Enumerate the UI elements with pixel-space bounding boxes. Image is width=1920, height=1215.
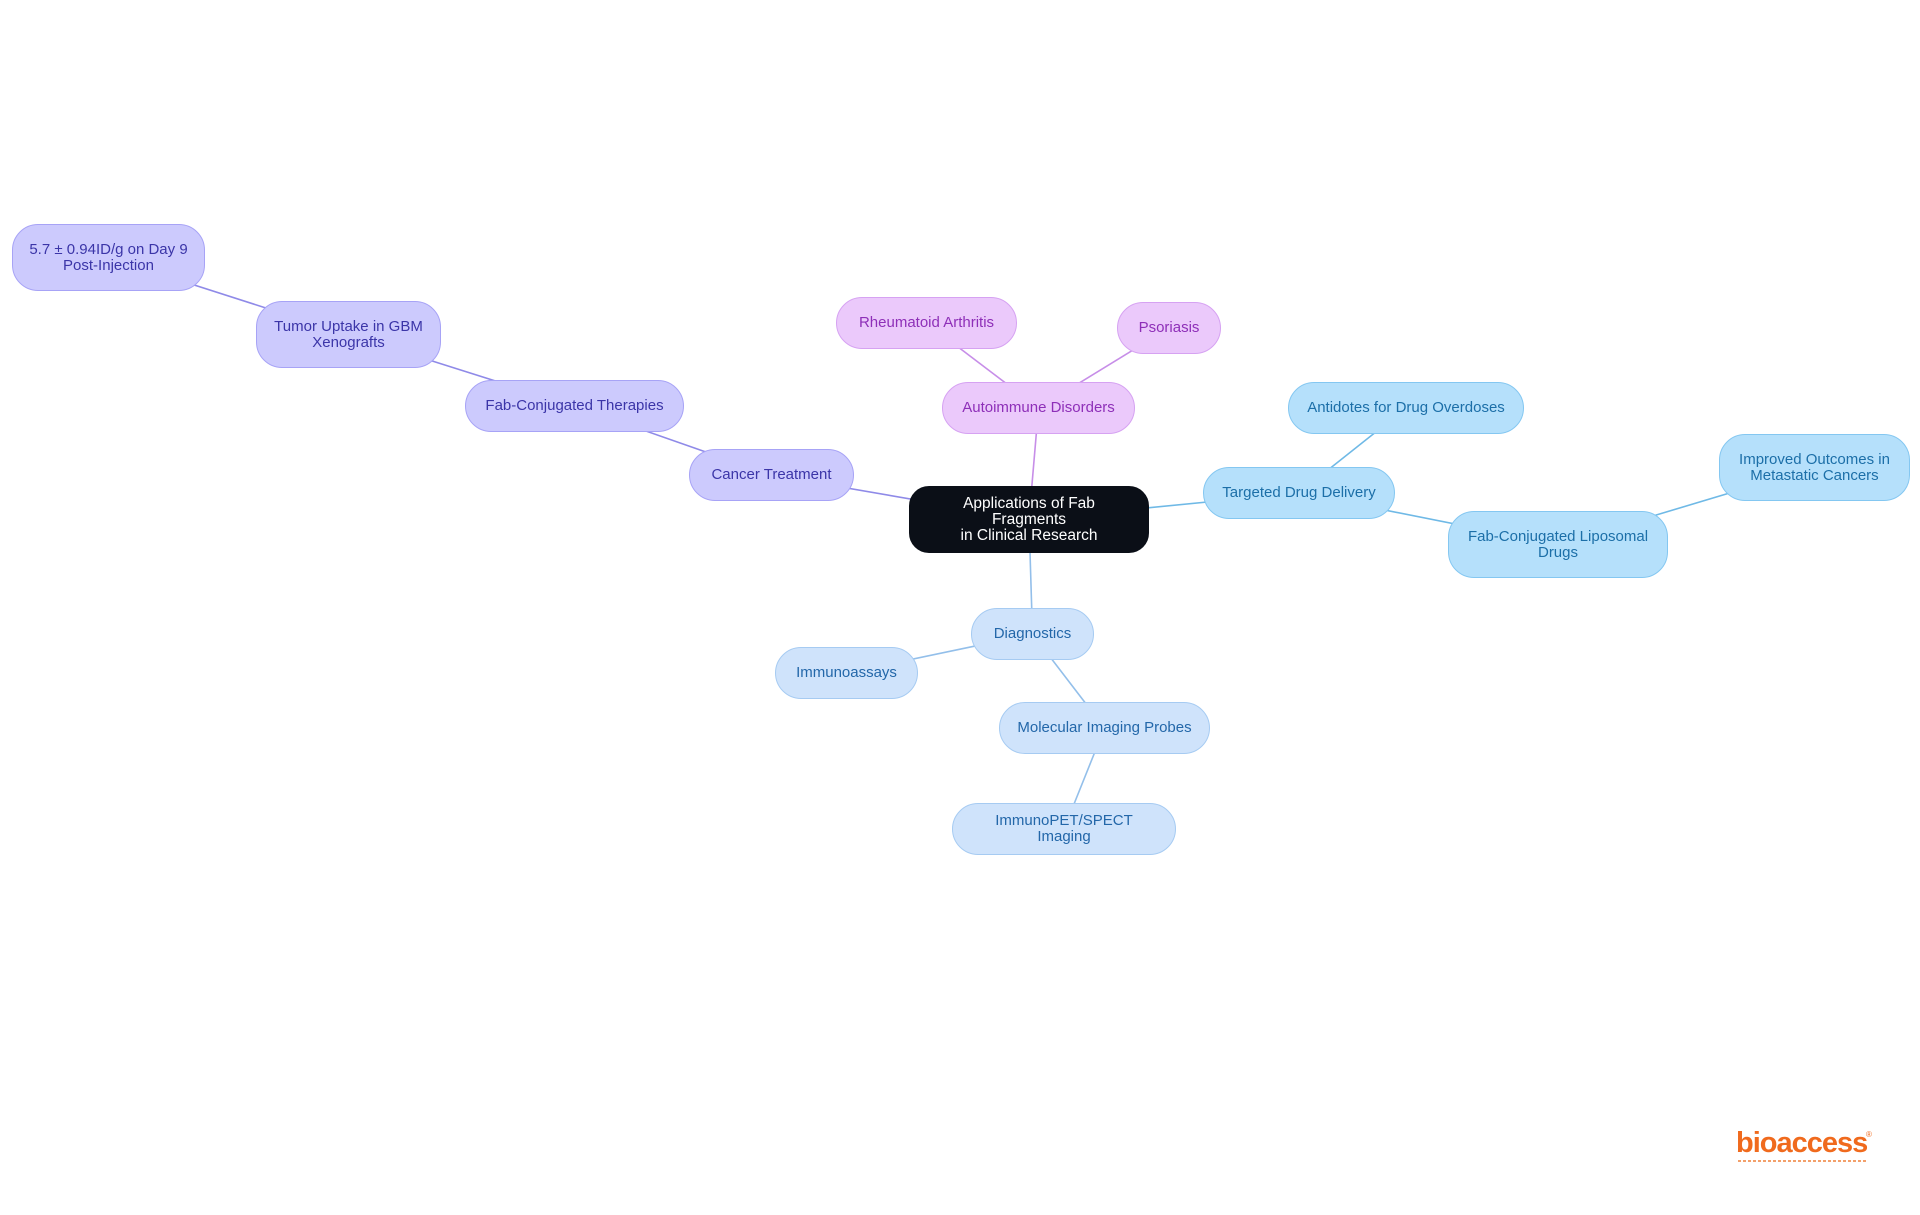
registered-mark: ® [1866, 1130, 1872, 1139]
mindmap-node-diag: Diagnostics [971, 608, 1094, 660]
mindmap-node-immuno: Immunoassays [775, 647, 918, 699]
mindmap-root-node: Applications of Fab Fragments in Clinica… [909, 486, 1149, 553]
logo-wordmark: bioaccess [1736, 1127, 1868, 1159]
mindmap-node-ra: Rheumatoid Arthritis [836, 297, 1017, 349]
mindmap-node-cancer: Cancer Treatment [689, 449, 854, 501]
mindmap-node-lipo: Fab-Conjugated Liposomal Drugs [1448, 511, 1668, 578]
logo-tagline [1738, 1160, 1866, 1162]
mindmap-node-psoriasis: Psoriasis [1117, 302, 1221, 354]
mindmap-node-improved: Improved Outcomes in Metastatic Cancers [1719, 434, 1910, 501]
mindmap-node-auto: Autoimmune Disorders [942, 382, 1135, 434]
mindmap-node-pet: ImmunoPET/SPECT Imaging [952, 803, 1176, 855]
mindmap-node-molprobe: Molecular Imaging Probes [999, 702, 1210, 754]
mindmap-node-value: 5.7 ± 0.94ID/g on Day 9 Post-Injection [12, 224, 205, 291]
mindmap-node-tumor: Tumor Uptake in GBM Xenografts [256, 301, 441, 368]
bioaccess-logo: bioaccess ® [1736, 1128, 1876, 1164]
mindmap-node-fabther: Fab-Conjugated Therapies [465, 380, 684, 432]
mindmap-node-antidotes: Antidotes for Drug Overdoses [1288, 382, 1524, 434]
mindmap-node-targeted: Targeted Drug Delivery [1203, 467, 1395, 519]
